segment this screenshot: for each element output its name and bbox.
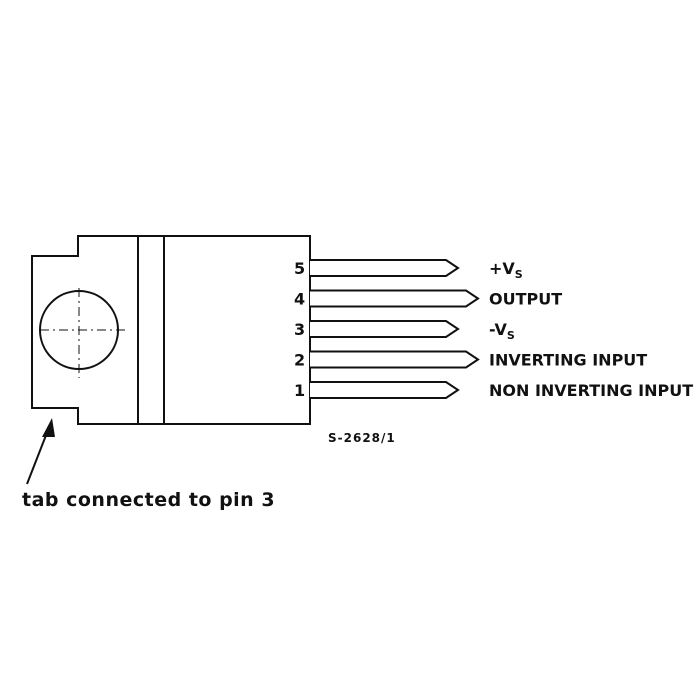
pin-lead-5 (310, 259, 460, 277)
pin-leads (310, 259, 480, 399)
pin-number-3: 3 (294, 320, 305, 339)
pin-name-main-4: OUTPUT (489, 290, 562, 309)
mounting-hole (39, 288, 126, 378)
pin-lead-2 (310, 350, 480, 369)
pin-number-5: 5 (294, 259, 305, 278)
tab-arrow (26, 418, 55, 485)
tab-arrow-head (42, 418, 55, 437)
pin-name-main-3: -V (489, 320, 507, 339)
pin-number-1: 1 (294, 381, 305, 400)
pin-name-2: INVERTING INPUT (489, 351, 647, 370)
pin-name-4: OUTPUT (489, 290, 562, 309)
pin-name-main-5: +V (489, 259, 515, 278)
pin-lead-3 (310, 320, 460, 338)
drawing-code: S-2628/1 (328, 431, 396, 445)
pin-lead-4 (310, 289, 480, 308)
pin-numbers: 5 4 3 2 1 (294, 259, 305, 400)
pin-name-main-2: INVERTING INPUT (489, 351, 647, 370)
pin-name-3: -VS (489, 320, 515, 342)
pin-name-main-1: NON INVERTING INPUT (489, 381, 693, 400)
pin-name-5: +VS (489, 259, 523, 281)
pin-lead-1 (310, 381, 460, 399)
pin-name-sub-3: S (507, 329, 515, 342)
pin-number-4: 4 (294, 290, 305, 309)
pin-number-2: 2 (294, 351, 305, 370)
pin-name-sub-5: S (515, 268, 523, 281)
pin-name-1: NON INVERTING INPUT (489, 381, 693, 400)
tab-note: tab connected to pin 3 (22, 489, 275, 511)
